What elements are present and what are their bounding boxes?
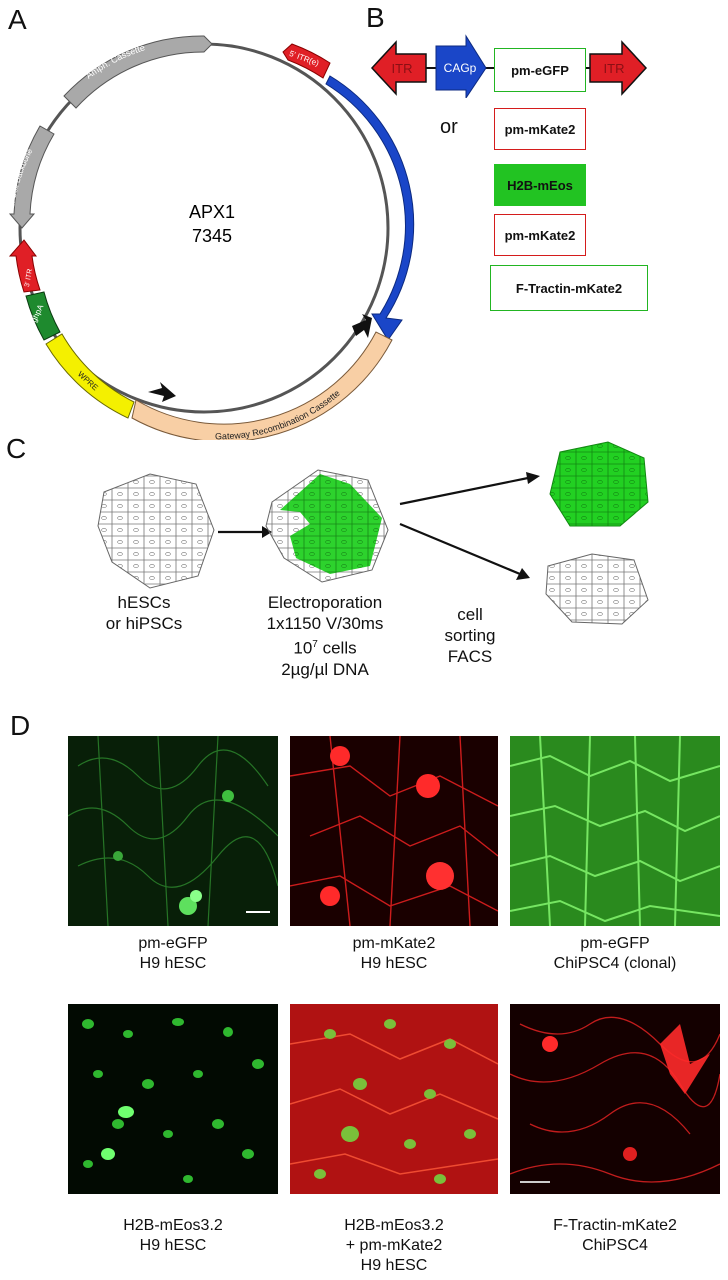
electroporation-label: Electroporation 1x1150 V/30ms 107 cells … [266, 593, 384, 679]
gateway-arrow [131, 331, 393, 440]
itr-left-label: ITR [392, 61, 413, 76]
micrograph-pm-egfp-h9 [68, 736, 278, 926]
panel-letter-a: A [8, 4, 27, 35]
plasmid-name: APX1 [189, 202, 235, 222]
amph-cassette-arrow [63, 35, 213, 109]
colony-sorted-positive [549, 441, 649, 527]
itr-left-arrow [370, 40, 427, 96]
micrograph-h2b-meos-pm-mkate2 [290, 1004, 498, 1194]
primer-arrow-right [352, 314, 372, 338]
workflow-diagram [97, 441, 649, 625]
panel-letter-c: C [6, 433, 27, 464]
caption-micrograph-1: pm-eGFP H9 hESC [138, 935, 208, 972]
caption-micrograph-5: H2B-mEos3.2 + pm-mKate2 H9 hESC [344, 1217, 444, 1274]
colony-sorted-negative [545, 553, 649, 625]
caption-micrograph-4: H2B-mEos3.2 H9 hESC [123, 1217, 223, 1254]
micrograph-h2b-meos-h9 [68, 1004, 278, 1194]
plasmid-size: 7345 [192, 226, 232, 246]
or-label: or [440, 116, 458, 138]
primer-arrow-left [148, 382, 176, 402]
insert-pm-mkate2-1: pm-mKate2 [494, 108, 586, 150]
ecoli-backbone-arrow [8, 125, 55, 229]
insert-pm-mkate2-2: pm-mKate2 [494, 214, 586, 256]
wpre-block [45, 333, 135, 419]
caption-micrograph-6: F-Tractin-mKate2 ChiPSC4 [553, 1217, 677, 1254]
itr3-arrow [8, 239, 41, 293]
insert-h2b-meos: H2B-mEos [494, 164, 586, 206]
plasmid-map: Amph. Cassette CAG E. Coli Backbone Gate… [7, 35, 419, 440]
caption-micrograph-3: pm-eGFP ChiPSC4 (clonal) [553, 935, 677, 972]
colony-mosaic-green [280, 474, 382, 574]
start-cells-label: hESCs or hiPSCs [105, 593, 183, 633]
insert-pm-egfp: pm-eGFP [494, 48, 586, 92]
micrograph-f-tractin-chipsc4 [510, 1004, 720, 1194]
itr-right-arrow [589, 40, 648, 96]
micrograph-pm-egfp-chipsc4 [510, 736, 720, 926]
itr-right-label: ITR [604, 61, 625, 76]
insert-f-tractin-mkate2: F-Tractin-mKate2 [490, 265, 648, 311]
cag-arrow [325, 75, 415, 341]
micrograph-pm-mkate2-h9 [290, 736, 498, 926]
itr5-arrow [282, 43, 331, 79]
construct-diagram: ITR CAGp ITR [370, 34, 648, 98]
caption-micrograph-2: pm-mKate2 H9 hESC [352, 935, 436, 972]
bghpa-block [25, 291, 61, 341]
cagp-label: CAGp [444, 61, 477, 75]
colony-untransfected [97, 473, 215, 589]
sorting-label: cell sorting FACS [444, 605, 496, 666]
itr3-label: 3' ITR [24, 268, 34, 287]
panel-letter-b: B [366, 2, 385, 33]
panel-letter-d: D [10, 710, 31, 741]
cagp-arrow [435, 34, 487, 98]
